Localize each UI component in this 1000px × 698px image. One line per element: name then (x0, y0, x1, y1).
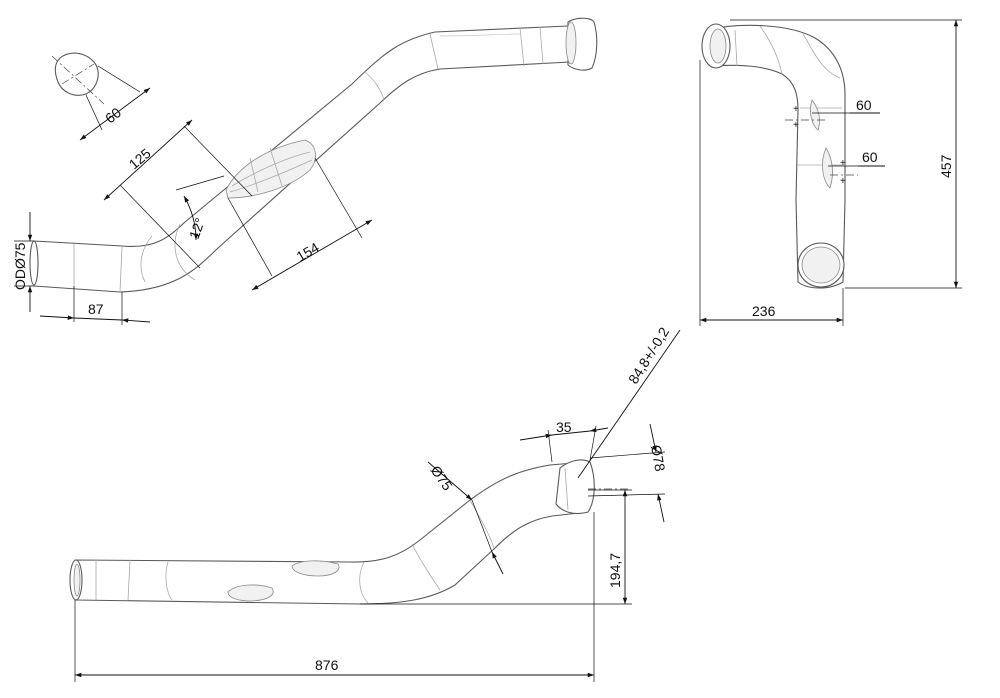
dim-236: 236 (752, 303, 776, 319)
dim-194-7: 194,7 (607, 553, 623, 588)
svg-text:+: + (793, 104, 799, 115)
dim-tolerance-84-8: 84,8+/-0,2 (625, 324, 672, 386)
dim-section-60: 60 (102, 104, 124, 126)
oval-slot (225, 139, 316, 199)
svg-text:+: + (840, 176, 846, 187)
pipe-body-side-view (707, 24, 846, 289)
dim-87: 87 (88, 301, 104, 317)
pipe-left-end (29, 240, 39, 286)
dim-125: 125 (126, 145, 154, 172)
pipe-right-end-front (555, 459, 595, 515)
dim-457: 457 (938, 154, 954, 178)
pipe-body-front-view (74, 461, 589, 605)
dim-154: 154 (294, 239, 322, 265)
dim-diameter-78: Ø78 (648, 444, 668, 473)
section-profile (51, 52, 105, 105)
svg-text:+: + (793, 120, 799, 131)
view-side-top-right: + + + + 60 60 457 236 (699, 19, 962, 326)
dim-35: 35 (556, 419, 572, 435)
dim-od-75: ODØ75 (12, 242, 28, 290)
view-isometric-top-left: 60 125 12° 154 ODØ75 87 (12, 17, 598, 325)
dim-angle-12: 12° (186, 216, 208, 241)
dim-side-60-upper: 60 (856, 97, 872, 113)
view-front-bottom: 84,8+/-0,2 35 Ø78 Ø75 194,7 876 (69, 324, 681, 682)
front-slots (227, 560, 340, 602)
dim-side-60-lower: 60 (862, 149, 878, 165)
svg-text:+: + (840, 158, 846, 169)
dim-diameter-75: Ø75 (428, 463, 456, 494)
dim-876: 876 (315, 657, 339, 673)
